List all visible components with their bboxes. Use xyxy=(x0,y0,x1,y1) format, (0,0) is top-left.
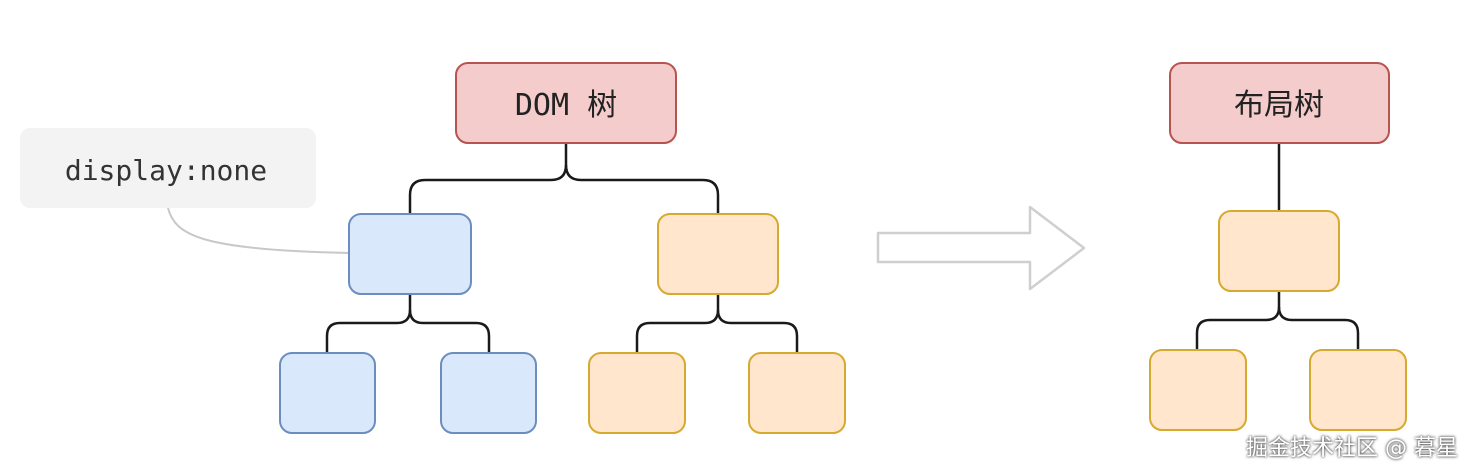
annotation-pointer xyxy=(167,207,351,254)
layout-child-node xyxy=(1149,349,1247,431)
dom-visible-child-node xyxy=(588,352,686,434)
right-arrow-icon xyxy=(876,205,1086,291)
dom-visible-child-node xyxy=(748,352,846,434)
dom-hidden-child-node xyxy=(440,352,537,434)
annotation-text: display:none xyxy=(65,154,267,187)
dom-hidden-child-node xyxy=(279,352,376,434)
dom-tree-edges xyxy=(325,143,799,353)
annotation-bubble xyxy=(20,128,316,208)
dom-hidden-node xyxy=(348,213,472,295)
layout-tree-root-label: 布局树 xyxy=(1234,88,1324,123)
layout-child-node xyxy=(1309,349,1407,431)
dom-tree-root-node xyxy=(455,62,677,144)
layout-tree-root-node xyxy=(1169,62,1390,144)
dom-visible-node xyxy=(657,213,779,295)
watermark: 掘金技术社区 @ 暮星 xyxy=(1246,436,1458,461)
layout-node xyxy=(1218,210,1340,292)
dom-tree-root-label: DOM 树 xyxy=(515,88,617,123)
layout-tree-edges xyxy=(1195,143,1360,350)
